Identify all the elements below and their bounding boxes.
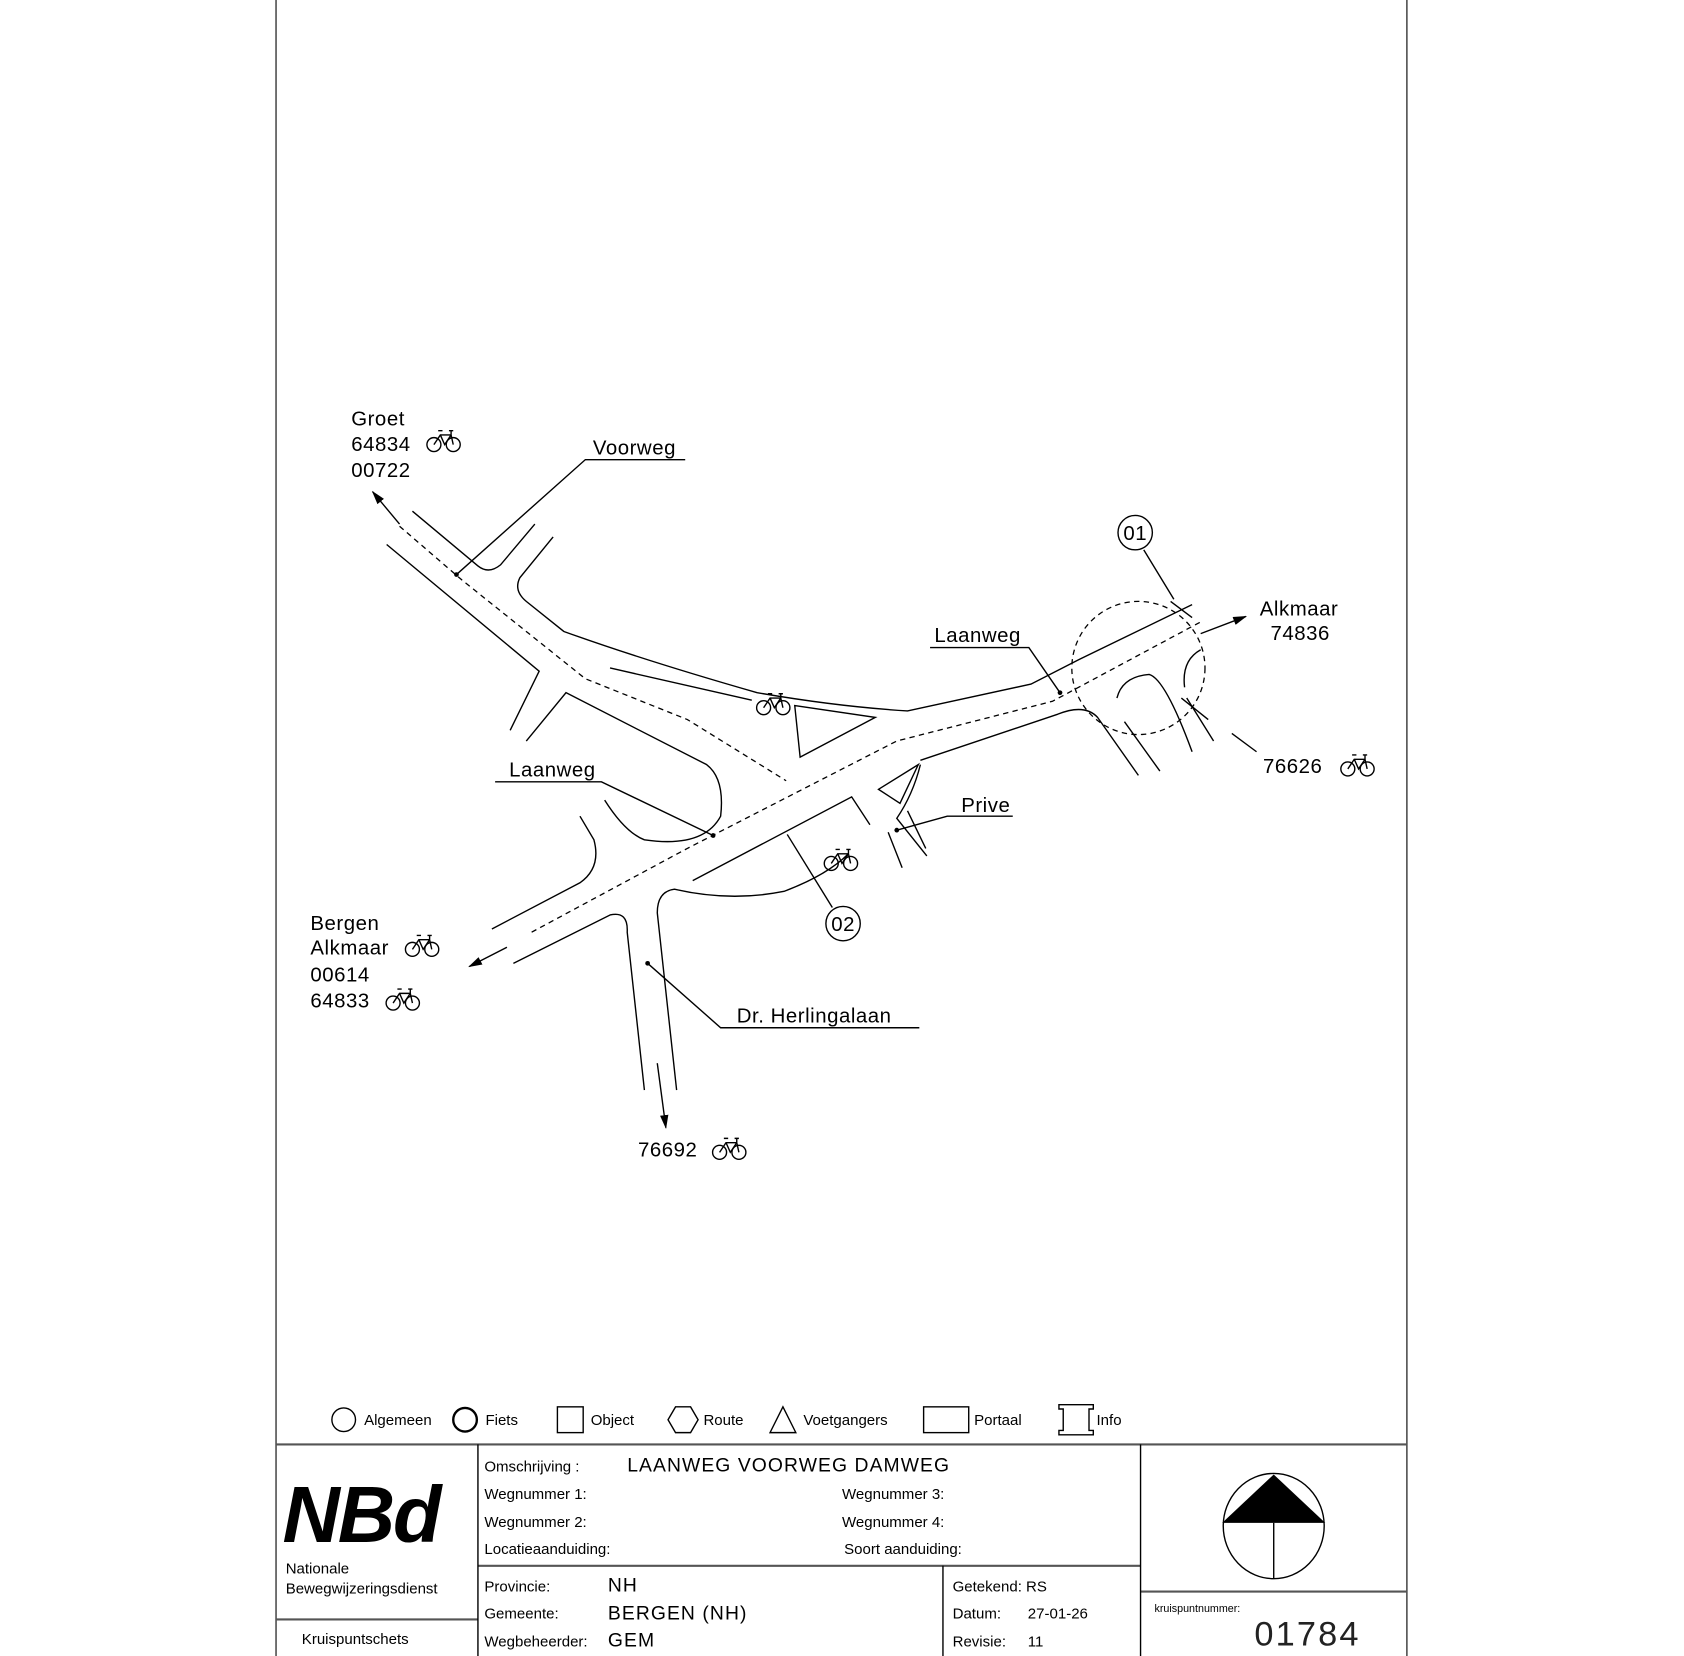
revisie-value: 11 <box>1028 1633 1044 1650</box>
wegbeheerder-value: GEM <box>608 1630 655 1651</box>
street-label-laanweg-right: Laanweg <box>930 625 1063 696</box>
destination-south: 76692 <box>638 1140 697 1162</box>
legend-item: Object <box>591 1412 635 1429</box>
field-label: Locatieaanduiding: <box>484 1541 610 1558</box>
bike-icon <box>1340 754 1375 777</box>
field-label: Wegnummer 1: <box>484 1486 586 1503</box>
circle-icon <box>331 1407 357 1433</box>
legend-item: Voetgangers <box>803 1412 887 1429</box>
legend-item: Info <box>1097 1412 1122 1429</box>
street-name: Prive <box>961 795 1010 817</box>
destination-alkmaar: Alkmaar 74836 <box>1260 598 1339 645</box>
bold-circle-icon <box>452 1406 479 1433</box>
gemeente-value: BERGEN (NH) <box>608 1603 748 1624</box>
destination-bergen: Bergen Alkmaar 00614 64833 <box>310 913 389 1012</box>
marker-number: 01 <box>1123 523 1147 545</box>
title-block: NBd Nationale Bewegwijzeringsdienst Krui… <box>276 1443 1407 1656</box>
dest-number: 00722 <box>351 460 410 482</box>
bike-icon <box>711 1137 747 1161</box>
sheet-border <box>275 0 1408 1656</box>
street-label-herlingalaan: Dr. Herlingalaan <box>645 960 920 1029</box>
field-label: Omschrijving : <box>484 1458 579 1475</box>
square-icon <box>556 1406 584 1434</box>
arrow-alkmaar <box>1200 615 1248 635</box>
hexagon-icon <box>667 1406 699 1434</box>
bike-icon <box>823 848 859 872</box>
destination-east: 76626 <box>1263 756 1322 778</box>
road-network <box>371 490 1248 1130</box>
street-label-voorweg: Voorweg <box>454 437 686 577</box>
street-name: Laanweg <box>934 625 1021 647</box>
street-label-prive: Prive <box>894 795 1013 833</box>
dest-number: 00614 <box>310 965 369 987</box>
nbd-logo: NBd <box>282 1470 442 1559</box>
detail-circle-01 <box>1071 600 1206 736</box>
street-name: Voorweg <box>593 437 676 459</box>
field-label: Wegnummer 4: <box>842 1514 944 1531</box>
marker-01[interactable]: 01 <box>1117 514 1175 600</box>
i-beam-icon <box>1058 1404 1094 1436</box>
field-label: Gemeente: <box>484 1605 558 1622</box>
field-label: Datum: <box>953 1605 1001 1622</box>
rectangle-icon <box>922 1406 970 1434</box>
arrow-south <box>656 1063 669 1130</box>
getekend-value: Getekend: RS <box>953 1579 1047 1596</box>
legend-item: Portaal <box>974 1412 1022 1429</box>
field-label: Provincie: <box>484 1579 550 1596</box>
marker-number: 02 <box>831 914 855 936</box>
omschrijving-value: LAANWEG VOORWEG DAMWEG <box>627 1455 950 1476</box>
field-label: Wegbeheerder: <box>484 1633 587 1650</box>
bike-icon <box>426 429 461 453</box>
dest-name: Alkmaar <box>1260 598 1339 620</box>
dest-number: 64834 <box>351 434 410 456</box>
bike-icon <box>385 988 421 1011</box>
legend-item: Fiets <box>485 1412 518 1429</box>
kruispunt-number: 01784 <box>1254 1615 1360 1653</box>
org-name: Bewegwijzeringsdienst <box>286 1581 439 1598</box>
datum-value: 27-01-26 <box>1028 1605 1088 1622</box>
triangle-icon <box>768 1405 797 1434</box>
field-label: kruispuntnummer: <box>1155 1603 1241 1615</box>
street-name: Dr. Herlingalaan <box>737 1005 892 1027</box>
marker-02[interactable]: 02 <box>786 834 861 942</box>
field-label: Revisie: <box>953 1633 1006 1650</box>
field-label: Wegnummer 2: <box>484 1514 586 1531</box>
dest-name: Bergen <box>310 913 379 935</box>
bike-icon <box>404 934 440 958</box>
dest-name: Alkmaar <box>310 938 389 960</box>
field-label: Wegnummer 3: <box>842 1486 944 1503</box>
field-label: Soort aanduiding: <box>844 1541 962 1558</box>
legend-item: Algemeen <box>364 1412 432 1429</box>
arrow-bergen <box>468 946 508 968</box>
dest-name: Groet <box>351 408 405 430</box>
street-name: Laanweg <box>509 759 596 781</box>
arrow-groet <box>371 490 401 525</box>
legend-item: Route <box>703 1412 743 1429</box>
street-label-laanweg-left: Laanweg <box>495 759 716 838</box>
legend: Algemeen Fiets Object Route Voetgangers … <box>331 1404 1122 1436</box>
org-name: Nationale <box>286 1560 349 1577</box>
document-type: Kruispuntschets <box>302 1631 409 1648</box>
dest-number: 64833 <box>310 990 369 1012</box>
north-arrow-icon <box>1222 1472 1326 1580</box>
dest-number: 74836 <box>1270 623 1329 645</box>
destination-groet: Groet 64834 00722 <box>351 408 410 482</box>
provincie-value: NH <box>608 1576 638 1597</box>
